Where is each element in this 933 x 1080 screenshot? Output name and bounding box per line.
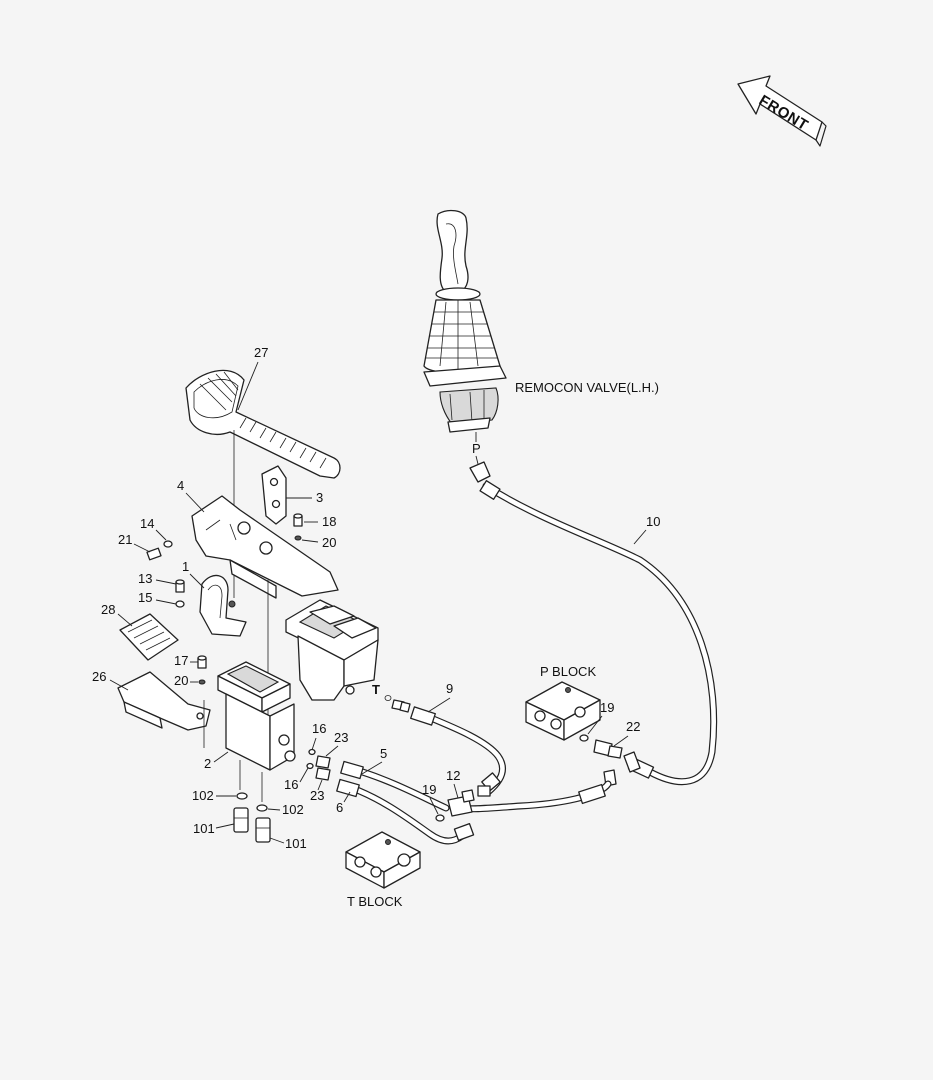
callout-6: 6 <box>336 800 343 815</box>
callout-15: 15 <box>138 590 152 605</box>
plate-3 <box>261 465 287 525</box>
fitting-19-upper <box>579 734 589 742</box>
callout-1: 1 <box>182 559 189 574</box>
bracket-1 <box>199 574 247 637</box>
fitting-12 <box>447 789 475 817</box>
pedal-valve-upper <box>285 599 379 701</box>
o-ring-16-lower <box>306 762 314 770</box>
bolt-18 <box>293 513 303 527</box>
o-ring-16-upper <box>308 748 316 756</box>
fitting-23-lower <box>315 767 331 781</box>
fitting-23-upper <box>315 755 331 769</box>
callout-21: 21 <box>118 532 132 547</box>
t-block <box>345 831 421 889</box>
washer-20-lower <box>198 679 206 685</box>
remocon-valve <box>423 209 507 433</box>
callout-9: 9 <box>446 681 453 696</box>
callout-27: 27 <box>254 345 268 360</box>
bolt-13 <box>175 579 185 593</box>
plug-101-right <box>255 817 271 843</box>
callout-23b: 23 <box>310 788 324 803</box>
callout-22: 22 <box>626 719 640 734</box>
hose-9 <box>410 706 506 797</box>
pad-28 <box>119 613 179 661</box>
callout-23a: 23 <box>334 730 348 745</box>
plug-101-left <box>233 807 249 833</box>
fitting-19-lower <box>435 814 445 822</box>
callout-101a: 101 <box>193 821 215 836</box>
callout-4: 4 <box>177 478 184 493</box>
callout-10: 10 <box>646 514 660 529</box>
remocon-valve-label: REMOCON VALVE(L.H.) <box>515 380 659 395</box>
callout-12: 12 <box>446 768 460 783</box>
callout-18: 18 <box>322 514 336 529</box>
callout-101b: 101 <box>285 836 307 851</box>
callout-2: 2 <box>204 756 211 771</box>
callout-28: 28 <box>101 602 115 617</box>
bolt-17 <box>197 655 207 669</box>
hose-pblock-to-12 <box>462 780 612 813</box>
o-ring-102-right <box>256 804 268 812</box>
callouts: 27 4 3 18 20 14 21 1 13 15 28 17 20 26 2… <box>92 345 660 851</box>
callout-19a: 19 <box>422 782 436 797</box>
callout-102b: 102 <box>282 802 304 817</box>
callout-13: 13 <box>138 571 152 586</box>
callout-26: 26 <box>92 669 106 684</box>
hoses-5-6 <box>336 760 475 845</box>
callout-17: 17 <box>174 653 188 668</box>
callout-102a: 102 <box>192 788 214 803</box>
washer-14 <box>163 540 173 548</box>
port-t-label: T <box>372 682 380 697</box>
hose-10 <box>469 461 718 786</box>
callout-20b: 20 <box>174 673 188 688</box>
t-block-label: T BLOCK <box>347 894 403 909</box>
valve-2 <box>203 661 296 771</box>
callout-3: 3 <box>316 490 323 505</box>
callout-16a: 16 <box>312 721 326 736</box>
port-p-label: P <box>472 441 481 456</box>
callout-5: 5 <box>380 746 387 761</box>
front-arrow: FRONT <box>737 75 827 147</box>
bracket-4 <box>191 495 339 720</box>
callout-16b: 16 <box>284 777 298 792</box>
pedal-26 <box>117 671 211 731</box>
callout-14: 14 <box>140 516 154 531</box>
t-port-fittings <box>384 695 411 713</box>
callout-19b: 19 <box>600 700 614 715</box>
washer-20-upper <box>294 535 302 541</box>
p-block <box>525 681 601 741</box>
callout-20a: 20 <box>322 535 336 550</box>
o-ring-102-left <box>236 792 248 800</box>
bolt-21 <box>146 547 162 561</box>
washer-15 <box>175 600 185 608</box>
p-block-label: P BLOCK <box>540 664 596 679</box>
fitting-22 <box>593 739 623 787</box>
